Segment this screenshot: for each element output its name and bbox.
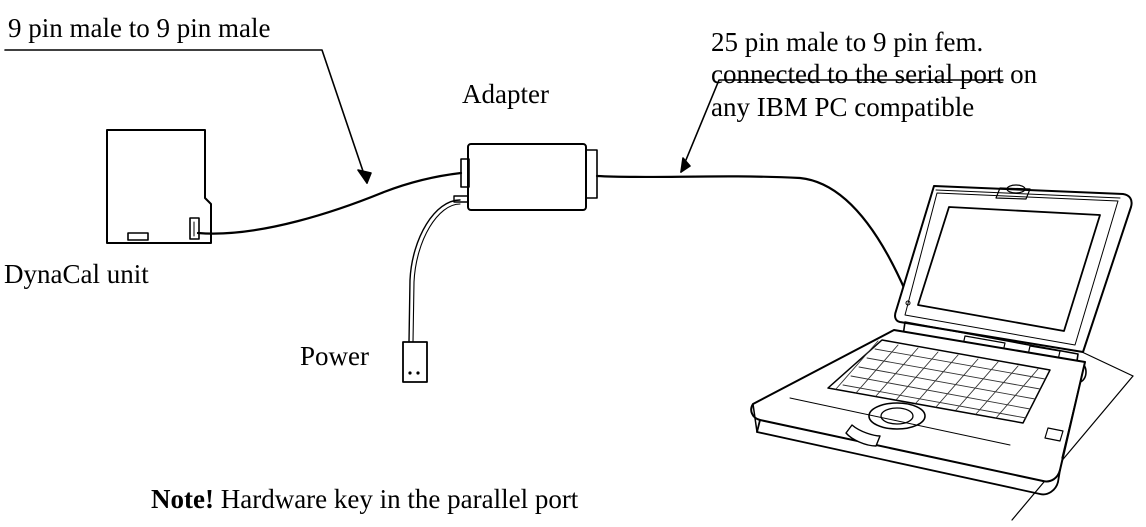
label-adapter: Adapter <box>462 79 549 109</box>
power-supply-icon <box>402 341 428 383</box>
label-cable-right-line2: connected to the serial port on <box>711 59 1038 89</box>
laptop-icon <box>750 184 1134 521</box>
label-cable-right-line3: any IBM PC compatible <box>711 92 975 122</box>
note-line: Note! Hardware key in the parallel port <box>151 483 578 515</box>
leader-lines <box>4 49 1004 184</box>
arrow-left <box>357 169 372 184</box>
label-cable-left: 9 pin male to 9 pin male <box>8 13 271 43</box>
dynacal-unit-icon <box>106 129 212 244</box>
adapter-icon <box>453 143 598 211</box>
arrow-right <box>680 157 691 173</box>
label-cable-right-line1: 25 pin male to 9 pin fem. <box>711 27 984 57</box>
note-bold: Note! <box>151 484 214 514</box>
leader-cable-right <box>680 79 1004 173</box>
cable-unit-to-adapter <box>196 171 463 235</box>
cable-adapter-to-laptop <box>595 174 907 292</box>
leader-cable-left <box>4 49 368 184</box>
label-unit: DynaCal unit <box>4 259 149 289</box>
cable-power <box>408 199 461 343</box>
note-text: Hardware key in the parallel port <box>213 484 579 514</box>
label-power: Power <box>300 341 369 371</box>
